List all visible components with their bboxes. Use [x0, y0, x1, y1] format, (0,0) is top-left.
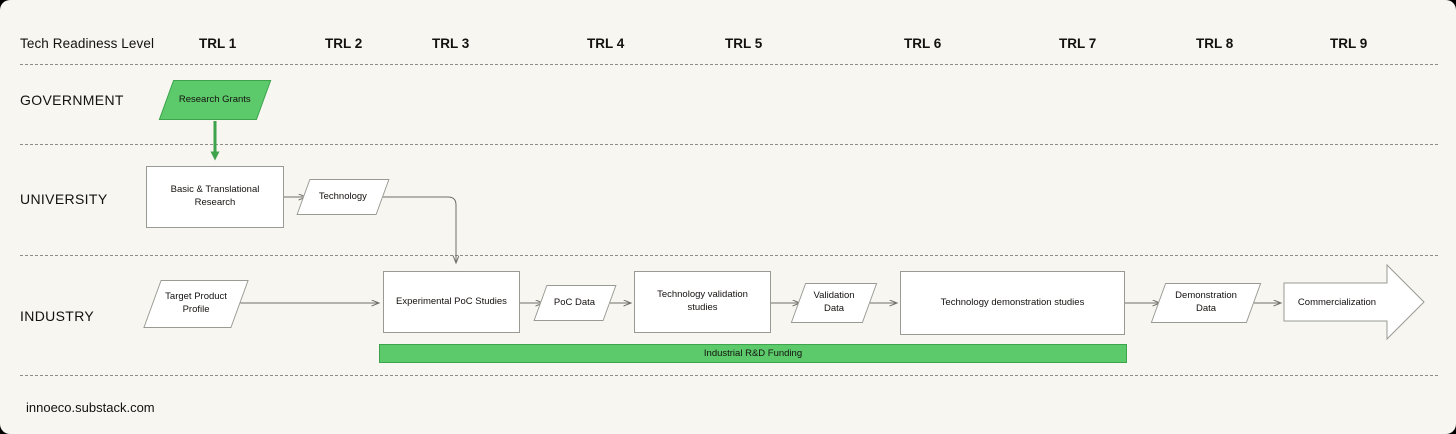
lane-title-industry: INDUSTRY: [20, 308, 95, 324]
trl-axis-label: Tech Readiness Level: [20, 36, 155, 51]
lane-divider-government: [20, 144, 1438, 145]
node-validation-data-line2: Data: [823, 303, 845, 314]
trl-tick-1: TRL 1: [199, 36, 237, 51]
node-commercialization[interactable]: Commercialization: [1283, 264, 1426, 340]
trl-tick-4: TRL 4: [587, 36, 625, 51]
lane-divider-header: [20, 64, 1438, 65]
industrial-rd-funding-label: Industrial R&D Funding: [703, 348, 803, 359]
node-validation-data[interactable]: Validation Data: [790, 283, 878, 323]
node-target-product-profile[interactable]: Target Product Profile: [143, 280, 249, 328]
node-poc-data-label: PoC Data: [554, 296, 596, 308]
connector-technology-to-poc: [383, 196, 456, 263]
trl-tick-7: TRL 7: [1059, 36, 1097, 51]
node-basic-translational-research-label: Basic & Translational Research: [170, 184, 260, 208]
node-technology[interactable]: Technology: [296, 179, 390, 215]
node-technology-demonstration-studies[interactable]: Technology demonstration studies: [900, 271, 1125, 335]
node-demonstration-data[interactable]: Demonstration Data: [1150, 283, 1262, 323]
trl-tick-2: TRL 2: [325, 36, 363, 51]
node-research-grants[interactable]: Research Grants: [158, 80, 272, 120]
node-technology-validation-studies-label: Technology validation studies: [657, 289, 748, 313]
node-experimental-poc-studies-label: Experimental PoC Studies: [396, 295, 507, 307]
trl-tick-9: TRL 9: [1330, 36, 1368, 51]
node-basic-translational-research[interactable]: Basic & Translational Research: [146, 166, 284, 228]
node-experimental-poc-studies[interactable]: Experimental PoC Studies: [383, 271, 520, 333]
node-research-grants-line2: Grants: [222, 93, 251, 105]
lane-divider-industry: [20, 375, 1438, 376]
node-technology-label: Technology: [318, 190, 368, 202]
node-demonstration-data-line1: Demonstration: [1175, 290, 1237, 302]
node-target-product-profile-line2: Product: [194, 291, 227, 303]
node-validation-data-line1: Validation: [813, 290, 855, 302]
node-technology-validation-studies[interactable]: Technology validation studies: [634, 271, 771, 333]
trl-tick-5: TRL 5: [725, 36, 763, 51]
node-target-product-profile-line1: Target: [165, 291, 192, 303]
footer-url[interactable]: innoeco.substack.com: [26, 400, 155, 415]
node-poc-data[interactable]: PoC Data: [533, 285, 617, 321]
trl-tick-3: TRL 3: [432, 36, 470, 51]
node-demonstration-data-line2: Data: [1195, 303, 1217, 314]
block-arrow-icon: [1283, 264, 1425, 340]
lane-divider-university: [20, 255, 1438, 256]
node-research-grants-line1: Research: [179, 93, 220, 105]
node-commercialization-label: Commercialization: [1297, 296, 1377, 308]
trl-tick-6: TRL 6: [904, 36, 942, 51]
trl-tick-8: TRL 8: [1196, 36, 1234, 51]
node-target-product-profile-line3: Profile: [182, 304, 210, 315]
lane-title-university: UNIVERSITY: [20, 191, 108, 207]
lane-title-government: GOVERNMENT: [20, 92, 124, 108]
node-technology-demonstration-studies-label: Technology demonstration studies: [940, 296, 1085, 308]
industrial-rd-funding-bar[interactable]: Industrial R&D Funding: [379, 344, 1127, 363]
